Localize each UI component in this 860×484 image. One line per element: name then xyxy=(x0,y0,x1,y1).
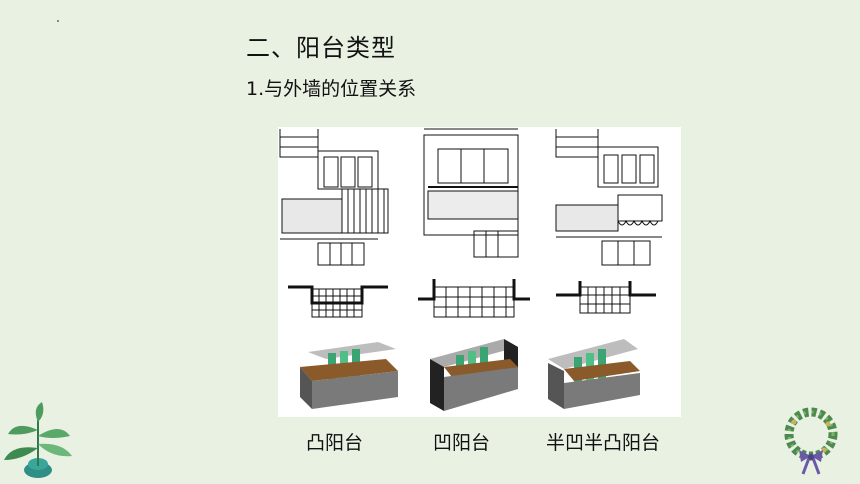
balcony-types-figure xyxy=(278,127,681,417)
recessed-balcony-sketch xyxy=(423,128,519,258)
caption-recessed-balcony: 凹阳台 xyxy=(433,432,491,454)
semi-recessed-balcony-sketch xyxy=(555,129,663,266)
recessed-balcony-3d xyxy=(430,339,518,411)
caption-projecting-balcony: 凸阳台 xyxy=(306,432,364,454)
semi-recessed-balcony-3d xyxy=(548,339,640,409)
leaf-sprig-decoration-icon xyxy=(4,402,72,478)
semi-recessed-balcony-plan xyxy=(556,281,656,314)
decor-dot xyxy=(57,20,59,22)
slide-subtitle: 1.与外墙的位置关系 xyxy=(246,78,417,100)
wreath-with-bow-icon xyxy=(784,407,838,475)
projecting-balcony-sketch xyxy=(279,129,389,266)
projecting-balcony-plan xyxy=(288,285,388,318)
caption-semi-recessed-balcony: 半凹半凸阳台 xyxy=(546,432,661,454)
slide-title: 二、阳台类型 xyxy=(246,34,396,62)
projecting-balcony-3d xyxy=(300,342,398,409)
recessed-balcony-plan xyxy=(418,279,530,318)
